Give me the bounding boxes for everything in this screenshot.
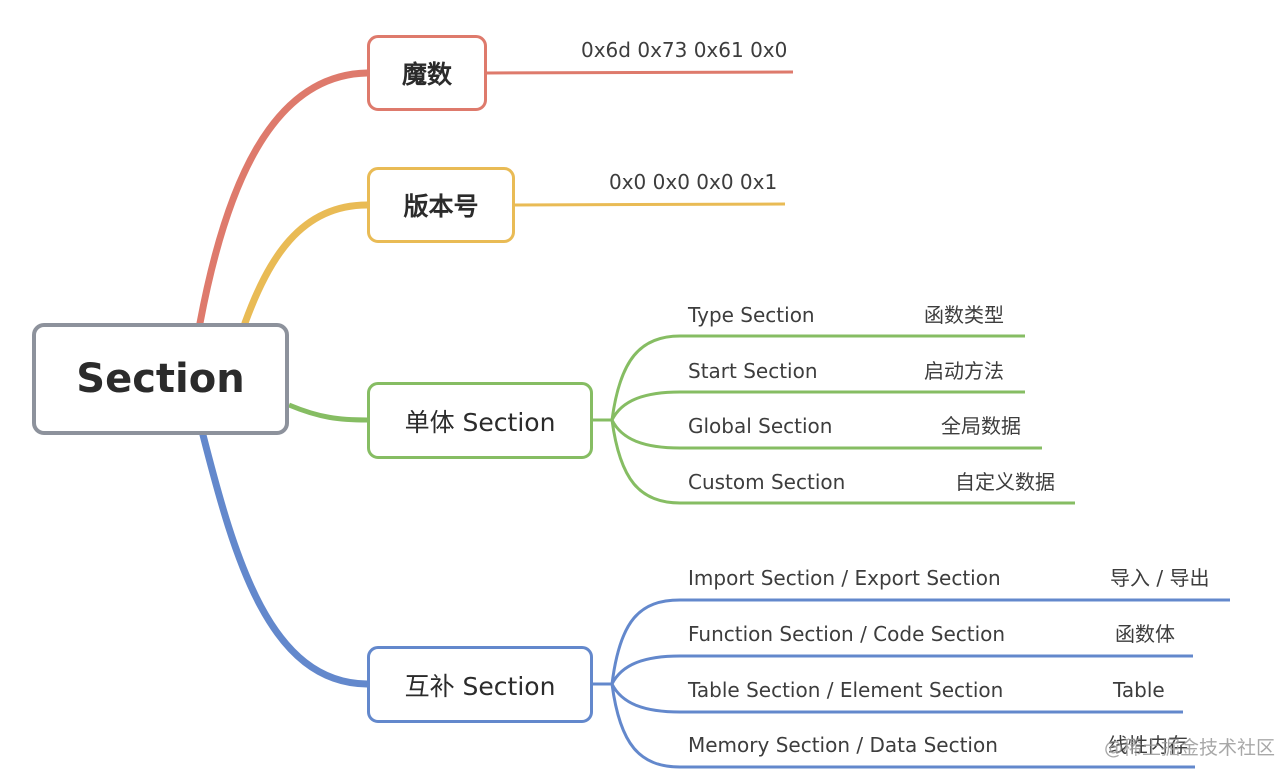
root-node[interactable]: Section	[32, 323, 289, 435]
watermark: @稀土掘金技术社区	[1104, 737, 1276, 759]
single-section-label: 单体 Section	[404, 407, 556, 437]
child-name: Type Section	[688, 303, 815, 327]
connector-single-start	[610, 390, 1025, 421]
connector-root-version	[241, 201, 371, 327]
connector-root-complement	[199, 431, 371, 688]
connector-magic-value	[486, 70, 794, 75]
root-label: Section	[76, 356, 245, 402]
connector-root-single	[288, 402, 368, 423]
magic-value: 0x6d 0x73 0x61 0x0	[581, 38, 788, 62]
connector-complement-table	[610, 683, 1183, 714]
version-label: 版本号	[403, 192, 479, 221]
child-desc: 启动方法	[924, 359, 1004, 383]
connector-root-magic	[196, 69, 371, 327]
connector-complement-import	[610, 598, 1230, 685]
connector-single-global	[610, 419, 1042, 450]
magic-label: 魔数	[401, 60, 452, 89]
single-section-node[interactable]: 单体 Section	[367, 382, 593, 459]
connector-single-type	[610, 334, 1025, 421]
child-desc: 函数类型	[924, 303, 1004, 327]
connector-complement-function	[610, 654, 1193, 685]
connector-complement-memory	[610, 683, 1195, 769]
magic-node[interactable]: 魔数	[367, 35, 487, 111]
connector-version-value	[514, 202, 786, 207]
child-name: Start Section	[688, 359, 818, 383]
child-name: Custom Section	[688, 470, 846, 494]
child-desc: 导入 / 导出	[1110, 566, 1210, 590]
child-desc: 函数体	[1115, 622, 1175, 646]
child-name: Import Section / Export Section	[688, 566, 1001, 590]
complement-section-label: 互补 Section	[404, 671, 556, 701]
child-desc: Table	[1113, 678, 1165, 702]
child-desc: 自定义数据	[955, 470, 1055, 494]
child-desc: 全局数据	[941, 414, 1021, 438]
child-name: Function Section / Code Section	[688, 622, 1006, 646]
child-desc: 线性内存	[1108, 733, 1188, 757]
child-name: Table Section / Element Section	[688, 678, 1004, 702]
complement-section-node[interactable]: 互补 Section	[367, 646, 593, 723]
version-node[interactable]: 版本号	[367, 167, 515, 243]
version-value: 0x0 0x0 0x0 0x1	[609, 170, 778, 194]
child-name: Memory Section / Data Section	[688, 733, 998, 757]
child-name: Global Section	[688, 414, 833, 438]
connector-single-custom	[610, 419, 1075, 505]
